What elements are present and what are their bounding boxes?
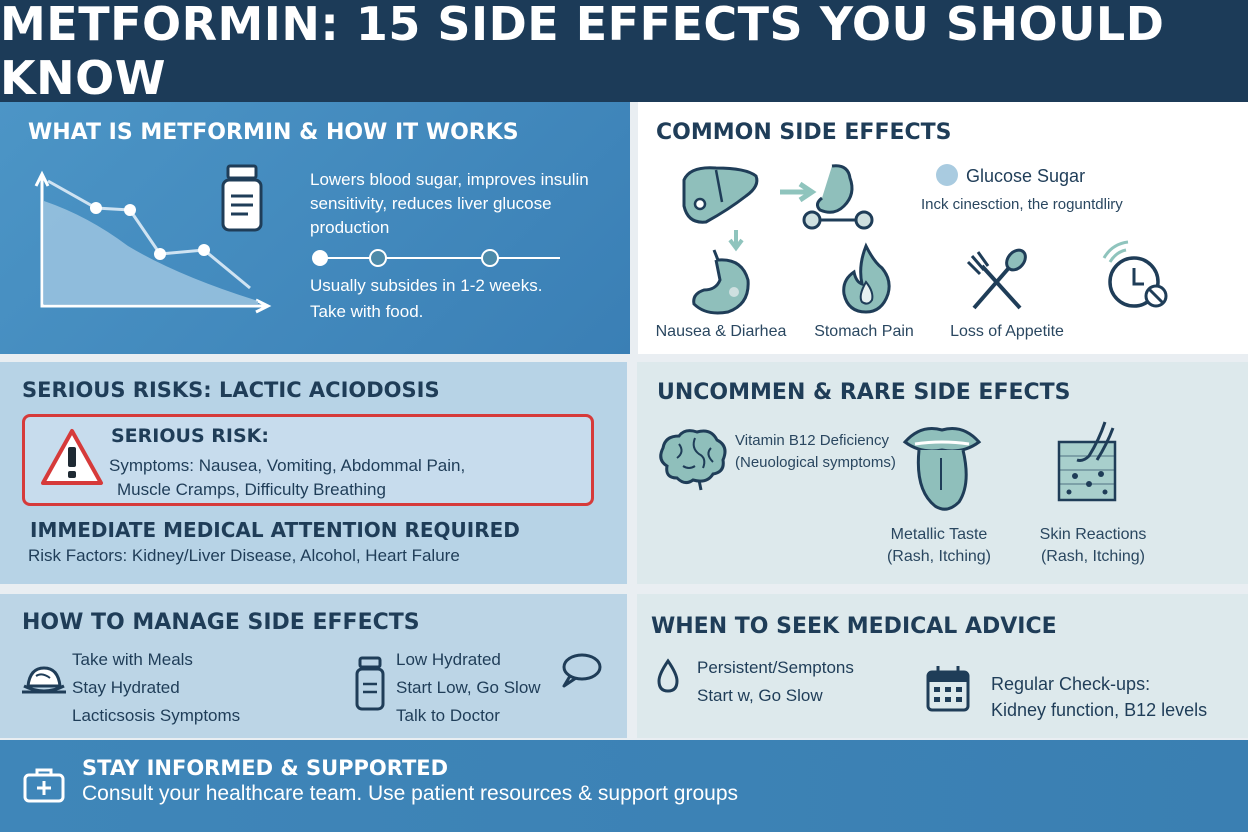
- skin-line2: (Rash, Itching): [1040, 548, 1146, 565]
- manage-right-item: Low Hydrated: [396, 650, 501, 669]
- warning-icon: [41, 429, 103, 485]
- tongue-icon: [902, 427, 982, 511]
- flame-icon: [842, 242, 891, 314]
- liver-icon: [682, 166, 759, 224]
- fork-spoon-icon: [966, 248, 1027, 310]
- skin-line1: Skin Reactions: [1039, 526, 1147, 543]
- what-title: WHAT IS METFORMIN & HOW IT WORKS: [28, 120, 519, 145]
- glucose-legend-label: Glucose Sugar: [966, 166, 1086, 186]
- what-note-line2: Take with food.: [310, 302, 424, 321]
- seek-left-line2: Start w, Go Slow: [697, 686, 823, 705]
- arrow-down-icon: [728, 230, 744, 252]
- page-title: METFORMIN: 15 SIDE EFFECTS YOU SHOULD KN…: [0, 0, 1165, 105]
- manage-right-item: Start Low, Go Slow: [396, 678, 541, 697]
- seek-right-line2: Kidney function, B12 levels: [991, 700, 1208, 720]
- common-item-label: Stomach Pain: [814, 323, 914, 340]
- risk-factors: Risk Factors: Kidney/Liver Disease, Alco…: [28, 546, 460, 565]
- b12-line2: (Neuological symptoms): [735, 454, 896, 471]
- seek-medical-advice-panel: WHEN TO SEEK MEDICAL ADVICE Persistent/S…: [637, 594, 1248, 738]
- common-item-label: Loss of Appetite: [950, 323, 1064, 340]
- blood-sugar-decline-graphic: [34, 170, 272, 314]
- taste-line1: Metallic Taste: [890, 526, 988, 543]
- digestive-system-icon: [802, 164, 874, 230]
- serious-box-line1: Symptoms: Nausea, Vomiting, Abdommal Pai…: [109, 456, 466, 475]
- serious-risk-box: SERIOUS RISK: Symptoms: Nausea, Vomiting…: [22, 414, 594, 506]
- what-is-metformin-panel: WHAT IS METFORMIN & HOW IT WORKS Lowers …: [0, 102, 630, 354]
- seek-left-line1: Persistent/Semptons: [697, 658, 854, 677]
- seek-title: WHEN TO SEEK MEDICAL ADVICE: [651, 614, 1057, 639]
- rare-side-effects-panel: UNCOMMEN & RARE SIDE EFECTS Vitamin B12 …: [637, 362, 1248, 584]
- common-item-label: Nausea & Diarhea: [655, 323, 787, 340]
- page-header: METFORMIN: 15 SIDE EFFECTS YOU SHOULD KN…: [0, 0, 1248, 105]
- rare-title: UNCOMMEN & RARE SIDE EFECTS: [657, 380, 1071, 405]
- stomach-icon: [692, 249, 750, 315]
- common-title: COMMON SIDE EFFECTS: [656, 120, 952, 145]
- what-note-line1: Usually subsides in 1-2 weeks.: [310, 276, 543, 295]
- first-aid-kit-icon: [23, 768, 65, 803]
- manage-right-item: Talk to Doctor: [396, 706, 500, 725]
- pill-bottle-icon: [221, 164, 263, 232]
- manage-title: HOW TO MANAGE SIDE EFFECTS: [22, 610, 420, 635]
- serious-box-title: SERIOUS RISK:: [111, 425, 269, 447]
- manage-left-item: Take with Meals: [72, 650, 193, 669]
- timeline-graphic: [312, 249, 560, 267]
- skin-reaction-icon: [1057, 421, 1117, 502]
- attention-required: IMMEDIATE MEDICAL ATTENTION REQUIRED: [30, 518, 520, 542]
- what-description: Lowers blood sugar, improves insulin sen…: [310, 170, 589, 237]
- chat-bubble-icon: [562, 653, 602, 688]
- footer-title: STAY INFORMED & SUPPORTED: [82, 756, 449, 780]
- arrow-right-icon: [780, 181, 817, 203]
- manage-side-effects-panel: HOW TO MANAGE SIDE EFFECTS Take with Mea…: [0, 594, 627, 738]
- seek-right-line1: Regular Check-ups:: [991, 674, 1151, 694]
- footer-banner: STAY INFORMED & SUPPORTED Consult your h…: [0, 740, 1248, 832]
- taste-line2: (Rash, Itching): [886, 548, 992, 565]
- glucose-legend-dot-icon: [936, 164, 958, 186]
- manage-left-item: Stay Hydrated: [72, 678, 180, 697]
- b12-line1: Vitamin B12 Deficiency: [735, 432, 889, 449]
- water-drop-icon: [657, 658, 679, 693]
- pill-bottle-icon: [355, 656, 385, 711]
- serious-risks-panel: SERIOUS RISKS: LACTIC ACIODOSIS SERIOUS …: [0, 362, 627, 584]
- manage-left-item: Lacticsosis Symptoms: [72, 706, 241, 725]
- brain-icon: [659, 429, 727, 491]
- clock-icon: [1102, 240, 1168, 308]
- serious-box-line2: Muscle Cramps, Difficulty Breathing: [117, 480, 386, 499]
- meal-icon: [22, 666, 66, 694]
- calendar-icon: [926, 666, 970, 712]
- footer-text: Consult your healthcare team. Use patien…: [82, 782, 739, 805]
- serious-title: SERIOUS RISKS: LACTIC ACIODOSIS: [22, 378, 440, 402]
- common-side-effects-panel: COMMON SIDE EFFECTS Glucose Sugar Inck c…: [638, 102, 1248, 354]
- glucose-legend-note: Inck cinesction, the roguntdliry: [921, 196, 1123, 213]
